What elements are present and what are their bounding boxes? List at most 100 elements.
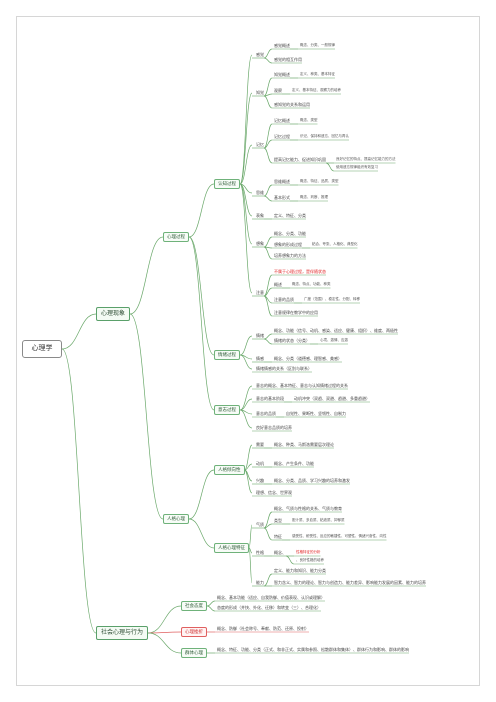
connector bbox=[61, 313, 97, 350]
subtopic-0-0-3-1: 基本形式 bbox=[274, 195, 290, 200]
subtopic-1-0-2-0: 概念、分类、品质、学习兴趣的培养和激发 bbox=[274, 478, 350, 483]
connector bbox=[188, 183, 215, 238]
connector bbox=[61, 348, 97, 634]
connector bbox=[263, 274, 273, 297]
connector bbox=[263, 523, 273, 529]
subtopic-1-0-1-0: 概念、产生条件、功能 bbox=[274, 461, 314, 466]
topic-1-1-1: 性格 bbox=[256, 550, 264, 555]
leaf-0-0-5-1-0: 粘合、夸张、人格化、典型化 bbox=[312, 242, 358, 246]
topic-0-2-1: 意志的基本阶段 bbox=[256, 396, 284, 401]
connector bbox=[263, 527, 273, 541]
topic-1-1-0: 气质 bbox=[256, 522, 264, 527]
branch-0: 心理现象 bbox=[96, 307, 131, 321]
connector bbox=[285, 555, 295, 565]
connector bbox=[263, 195, 273, 202]
category-0-2: 意志过程 bbox=[214, 405, 240, 415]
connector bbox=[188, 469, 215, 520]
subtopic-0-0-2-2: 提高记忆能力、促进知识巩固 bbox=[274, 157, 326, 162]
connector bbox=[263, 287, 273, 297]
connector bbox=[263, 295, 273, 317]
topic-0-2-3: 良好意志品质的培养 bbox=[256, 425, 292, 430]
leaf-0-0-2-0-0: 概念、类型 bbox=[300, 118, 318, 122]
subtopic-0-1-0-0: 概念、功能（信号、动机、感染、适应、健康、组织）、维度、两极性 bbox=[274, 328, 398, 333]
leaf-0-0-6-1-0: 概念、特点、功能、种类 bbox=[292, 282, 331, 286]
leaf-0-0-0-0-0: 概念、分类、一般规律 bbox=[300, 43, 335, 47]
sub-branch-0-1: 人格心理 bbox=[163, 514, 189, 524]
connector bbox=[263, 573, 273, 587]
subtopic-0-0-6-3: 注意规律在教学中的应用 bbox=[274, 310, 318, 315]
social-item-0-0: 概念、基本功能（适应、自我防御、价值表现、认识或理解） bbox=[217, 595, 325, 600]
leaf-0-0-1-1-0: 定义、基本特征、观察力的培养 bbox=[292, 88, 341, 92]
subtopic-1-1-2-0: 定义、能力和知识、能力分类 bbox=[274, 568, 326, 573]
leaf-0-1-0-1-0: 心境、激情、应激 bbox=[320, 338, 348, 342]
subtopic-0-0-6-0: 不属于心理过程，是伴随状态 bbox=[274, 269, 326, 274]
topic-0-0-5: 想象 bbox=[256, 241, 264, 246]
subtopic-0-0-2-0: 记忆概述 bbox=[274, 118, 290, 123]
topic-1-0-1: 动机 bbox=[256, 461, 264, 466]
topic-0-0-6: 注意 bbox=[256, 290, 264, 295]
subtopic-0-0-5-2: 培养想象力的方法 bbox=[274, 253, 306, 258]
topic-0-0-2: 记忆 bbox=[256, 142, 264, 147]
leaf-0-0-2-2-1: 使用遗忘规律组织有效复习 bbox=[336, 165, 378, 169]
topic-0-1-1: 情感 bbox=[256, 356, 264, 361]
connector bbox=[206, 605, 216, 612]
subtopic-0-0-4-0: 定义、特征、分类 bbox=[274, 213, 306, 218]
leaf-0-0-1-0-0: 定义、种类、基本特征 bbox=[300, 72, 335, 76]
connector bbox=[188, 236, 215, 356]
topic-1-0-2: 兴趣 bbox=[256, 478, 264, 483]
page-border bbox=[16, 16, 480, 686]
leaf-1-1-0-1-0: 胆汁质、多血质、粘液质、抑郁质 bbox=[292, 518, 345, 522]
subtopic-1-1-0-2: 特征 bbox=[274, 534, 282, 539]
topic-0-0-1: 知觉 bbox=[256, 90, 264, 95]
leaf-1-1-1-0-0: 性格特征的分析 bbox=[296, 550, 321, 554]
connector bbox=[263, 333, 273, 340]
subtopic-0-0-1-1: 观察 bbox=[274, 88, 282, 93]
connector bbox=[263, 48, 273, 59]
topic-0-2-2: 意志的品质 bbox=[256, 411, 276, 416]
connector bbox=[129, 313, 164, 520]
connector bbox=[206, 600, 216, 607]
topic-0-0-4: 表象 bbox=[256, 213, 264, 218]
subtopic-0-0-0-1: 感觉的相互作用 bbox=[274, 57, 302, 62]
leaf-0-0-3-0-0: 概念、特征、品质、类型 bbox=[300, 179, 339, 183]
topic-0-0-0: 感觉 bbox=[256, 52, 264, 57]
connector bbox=[263, 139, 273, 149]
connector bbox=[325, 162, 335, 172]
subtopic-0-0-6-1: 概述 bbox=[274, 282, 282, 287]
category-1-0: 人格倾向性 bbox=[214, 465, 245, 475]
subtopic-1-0-0-0: 概念、种类、马斯洛需要层次理论 bbox=[274, 442, 334, 447]
social-item-2-0: 概念、特征、功能、分类（正式、和非正式、实属和参照、松散群体和集体）、群体行为和… bbox=[217, 647, 409, 652]
topic-0-2-0: 意志的概念、基本特征、意志与认知情绪过程的关系 bbox=[256, 383, 348, 388]
connector bbox=[239, 183, 253, 294]
connector bbox=[263, 77, 273, 97]
connector bbox=[244, 469, 253, 494]
subtopic-0-0-0-0: 感觉概述 bbox=[274, 43, 290, 48]
connector bbox=[239, 92, 253, 185]
connector bbox=[147, 605, 182, 634]
connector bbox=[244, 463, 253, 471]
sub-branch-0-0: 心理过程 bbox=[163, 232, 189, 242]
connector bbox=[148, 632, 182, 654]
subtopic-0-1-0-1: 情绪的状态（分类） bbox=[274, 338, 310, 343]
sub-branch-1-1: 心理挫折 bbox=[181, 627, 207, 637]
connector bbox=[239, 335, 253, 356]
leaf-0-0-3-1-0: 概念、判断、推理 bbox=[300, 195, 328, 199]
subtopic-0-2-2-0: 自觉性、果断性、坚韧性、自制力 bbox=[286, 411, 346, 416]
subtopic-0-2-1-0: 动机冲突（双趋、双避、趋避、多重趋避） bbox=[294, 396, 370, 401]
subtopic-0-0-1-2: 感知觉的关系和运用 bbox=[274, 102, 310, 107]
topic-1-0-3: 理想、信念、世界观 bbox=[256, 490, 292, 495]
subtopic-0-0-5-0: 概念、分类、功能 bbox=[274, 231, 306, 236]
subtopic-1-1-2-1: 智力含义、智力的理论、智力与创造力、能力差异、影响能力发展的因素、能力的培养 bbox=[274, 580, 426, 585]
leaf-0-0-2-1-0: 识记、保持和遗忘、回忆与再认 bbox=[300, 134, 349, 138]
connector bbox=[263, 57, 273, 64]
root-node: 心理学 bbox=[22, 340, 62, 358]
connector bbox=[239, 409, 253, 429]
subtopic-1-1-0-1: 类型 bbox=[274, 518, 282, 523]
topic-1-0-0: 需要 bbox=[256, 442, 264, 447]
connector bbox=[263, 338, 273, 345]
category-0-1: 情绪过程 bbox=[214, 350, 240, 360]
connector bbox=[239, 385, 253, 411]
leaf-0-0-2-2-0: 良好记忆的特点、提高记忆能力的方法 bbox=[336, 157, 396, 161]
connector bbox=[263, 184, 273, 197]
